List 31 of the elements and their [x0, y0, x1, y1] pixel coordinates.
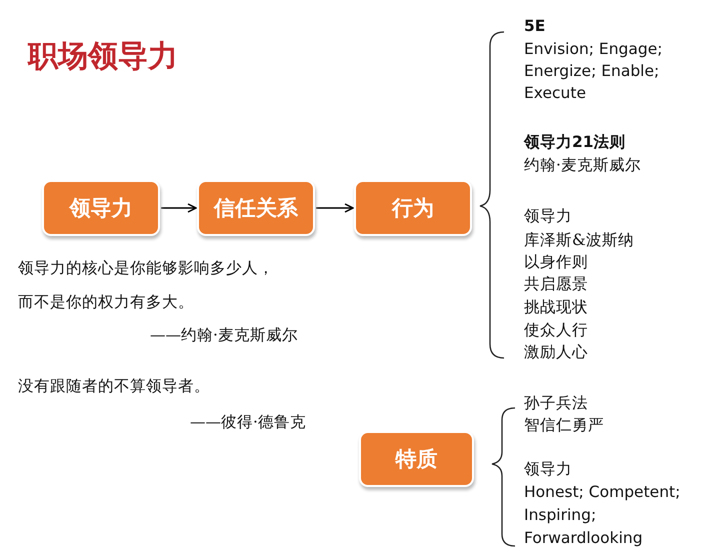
list-item: 使众人行 — [524, 320, 588, 340]
arrow — [316, 203, 354, 213]
heading: 5E — [524, 16, 546, 36]
list-item: 共启愿景 — [524, 274, 588, 294]
list-item: 以身作则 — [524, 252, 588, 272]
arrow — [161, 203, 197, 213]
list-item: Envision; Engage; — [524, 39, 662, 59]
quote-text: 而不是你的权力有多大。 — [18, 292, 194, 312]
list-item: Forwardlooking — [524, 528, 643, 548]
process-box: 信任关系 — [197, 180, 315, 236]
heading: 领导力 — [524, 459, 572, 479]
quote-text: 没有跟随者的不算领导者。 — [18, 376, 210, 396]
list-item: 挑战现状 — [524, 297, 588, 317]
author-name: 约翰·麦克斯威尔 — [524, 155, 641, 175]
process-box: 领导力 — [42, 180, 160, 236]
quote-text: 领导力的核心是你能够影响多少人， — [18, 258, 274, 278]
list-item: Inspiring; — [524, 505, 596, 525]
list-item: Execute — [524, 83, 586, 103]
process-box: 特质 — [359, 431, 474, 487]
quote-author: ——彼得·德鲁克 — [190, 412, 306, 432]
list-item: 激励人心 — [524, 342, 588, 362]
list-item: 智信仁勇严 — [524, 415, 604, 435]
process-box: 行为 — [354, 180, 472, 236]
heading: 领导力 — [524, 206, 572, 226]
heading: 孙子兵法 — [524, 393, 588, 413]
title: 职场领导力 — [28, 38, 178, 76]
author-name: 库泽斯&波斯纳 — [524, 230, 634, 250]
heading: 领导力21法则 — [524, 132, 626, 152]
quote-author: ——约翰·麦克斯威尔 — [150, 325, 298, 345]
list-item: Energize; Enable; — [524, 61, 660, 81]
list-item: Honest; Competent; — [524, 482, 680, 502]
